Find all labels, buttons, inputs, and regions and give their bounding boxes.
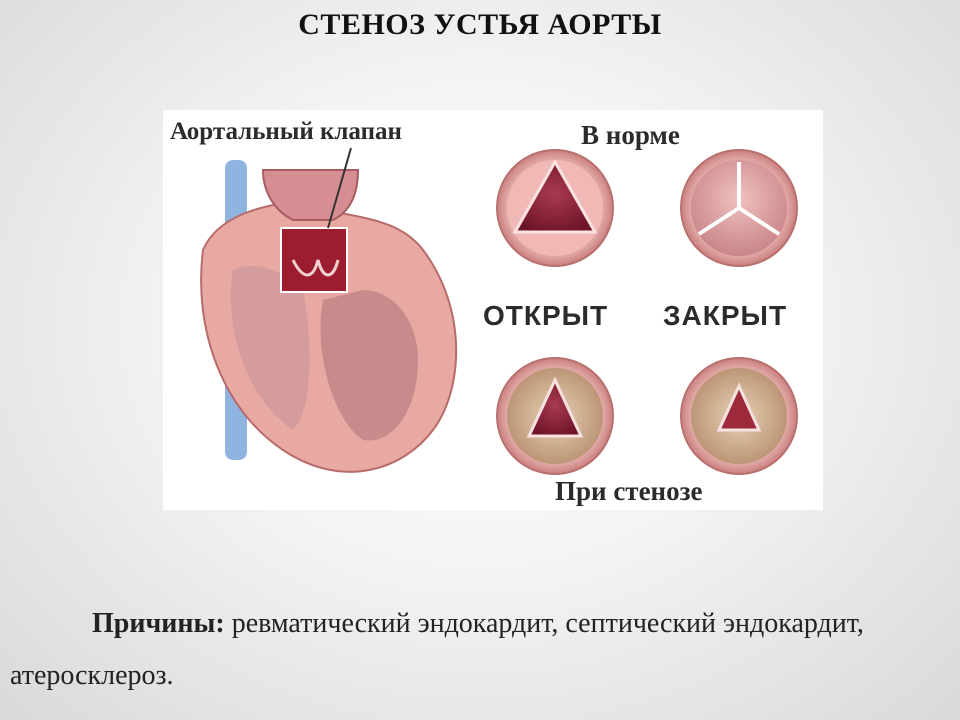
causes-text: ревматический эндокардит, септический эн… [10, 608, 864, 691]
valve-pointer-line [327, 147, 352, 229]
label-aortic-valve: Аортальный клапан [170, 118, 402, 145]
causes-paragraph: Причины: ревматический эндокардит, септи… [10, 598, 910, 702]
left-ventricle [320, 290, 418, 441]
right-ventricle [230, 266, 310, 430]
valve-highlight-box [280, 227, 348, 293]
label-normal: В норме [581, 120, 680, 150]
illustration-svg [200, 147, 798, 475]
label-closed: ЗАКРЫТ [663, 300, 788, 331]
valve-highlight-cusp [291, 259, 340, 277]
label-stenosis: При стенозе [555, 476, 703, 506]
valve-normal-open [496, 149, 614, 267]
causes-heading: Причины: [92, 608, 225, 639]
aortic-valve-illustration: Аортальный клапан В норме ОТКРЫТ ЗАКРЫТ … [163, 110, 823, 510]
valve-stenosis-open [496, 357, 614, 475]
label-open: ОТКРЫТ [483, 300, 609, 331]
valve-normal-closed [680, 149, 798, 267]
valve-stenosis-closed [680, 357, 798, 475]
slide-title: СТЕНОЗ УСТЬЯ АОРТЫ [298, 8, 662, 41]
heart-section [200, 147, 458, 473]
